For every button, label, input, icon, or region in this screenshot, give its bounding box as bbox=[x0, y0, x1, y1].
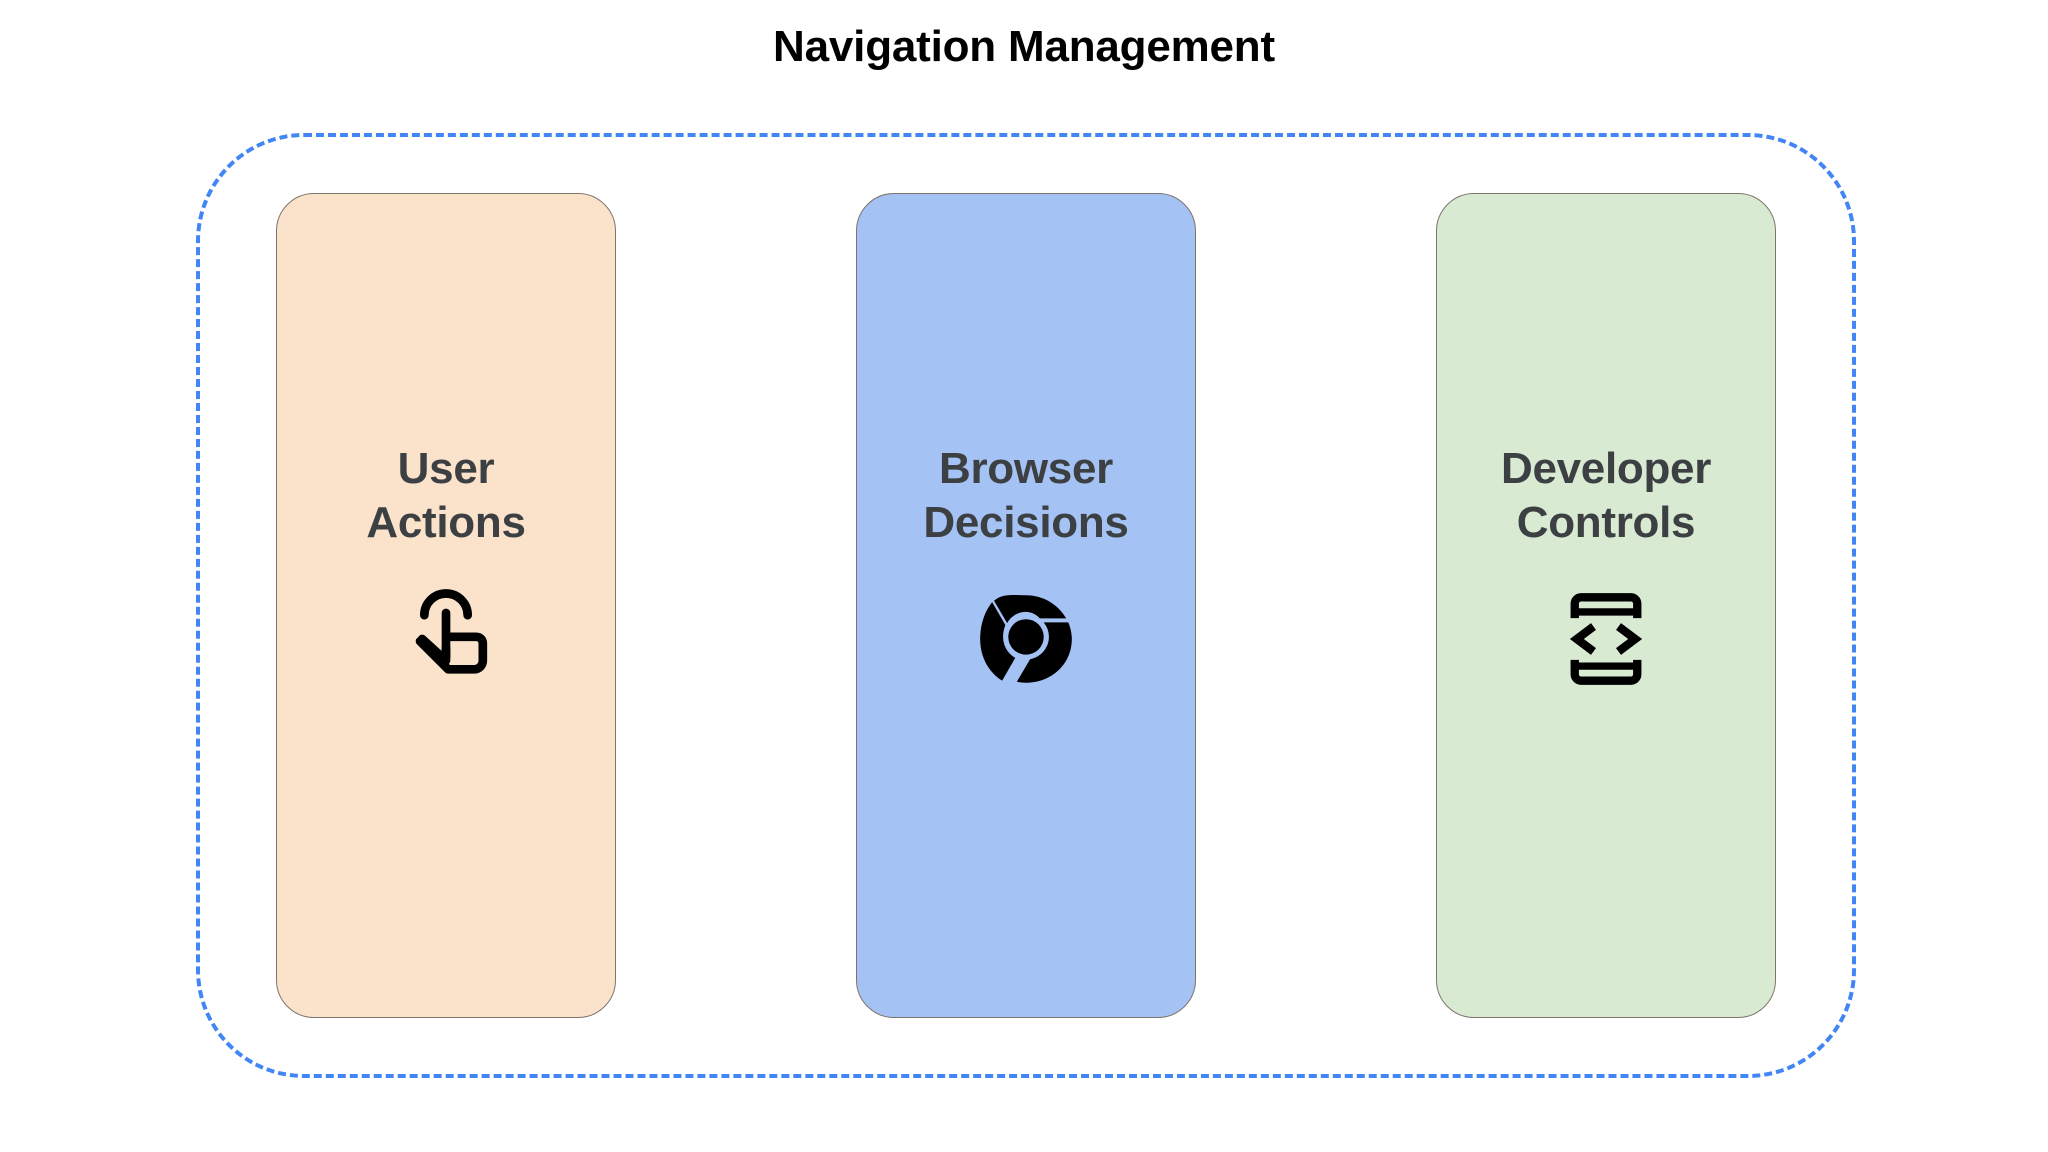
card-developer-controls[interactable]: Developer Controls bbox=[1436, 193, 1776, 1018]
developer-mode-icon bbox=[1550, 583, 1662, 695]
card-browser-decisions[interactable]: Browser Decisions bbox=[856, 193, 1196, 1018]
card-content: User Actions bbox=[277, 442, 615, 695]
card-user-actions[interactable]: User Actions bbox=[276, 193, 616, 1018]
card-label-user-actions: User Actions bbox=[366, 444, 526, 547]
dashed-group-container bbox=[196, 133, 1856, 1078]
card-label-developer-controls: Developer Controls bbox=[1500, 444, 1712, 547]
card-label-browser-decisions: Browser Decisions bbox=[923, 444, 1129, 547]
card-row: User Actions Browser Decisions bbox=[196, 133, 1856, 1078]
page-title: Navigation Management bbox=[773, 22, 1275, 71]
card-content: Developer Controls bbox=[1437, 442, 1775, 695]
touch-gesture-icon bbox=[390, 583, 502, 695]
chrome-logo-icon bbox=[970, 583, 1082, 695]
card-content: Browser Decisions bbox=[857, 442, 1195, 695]
